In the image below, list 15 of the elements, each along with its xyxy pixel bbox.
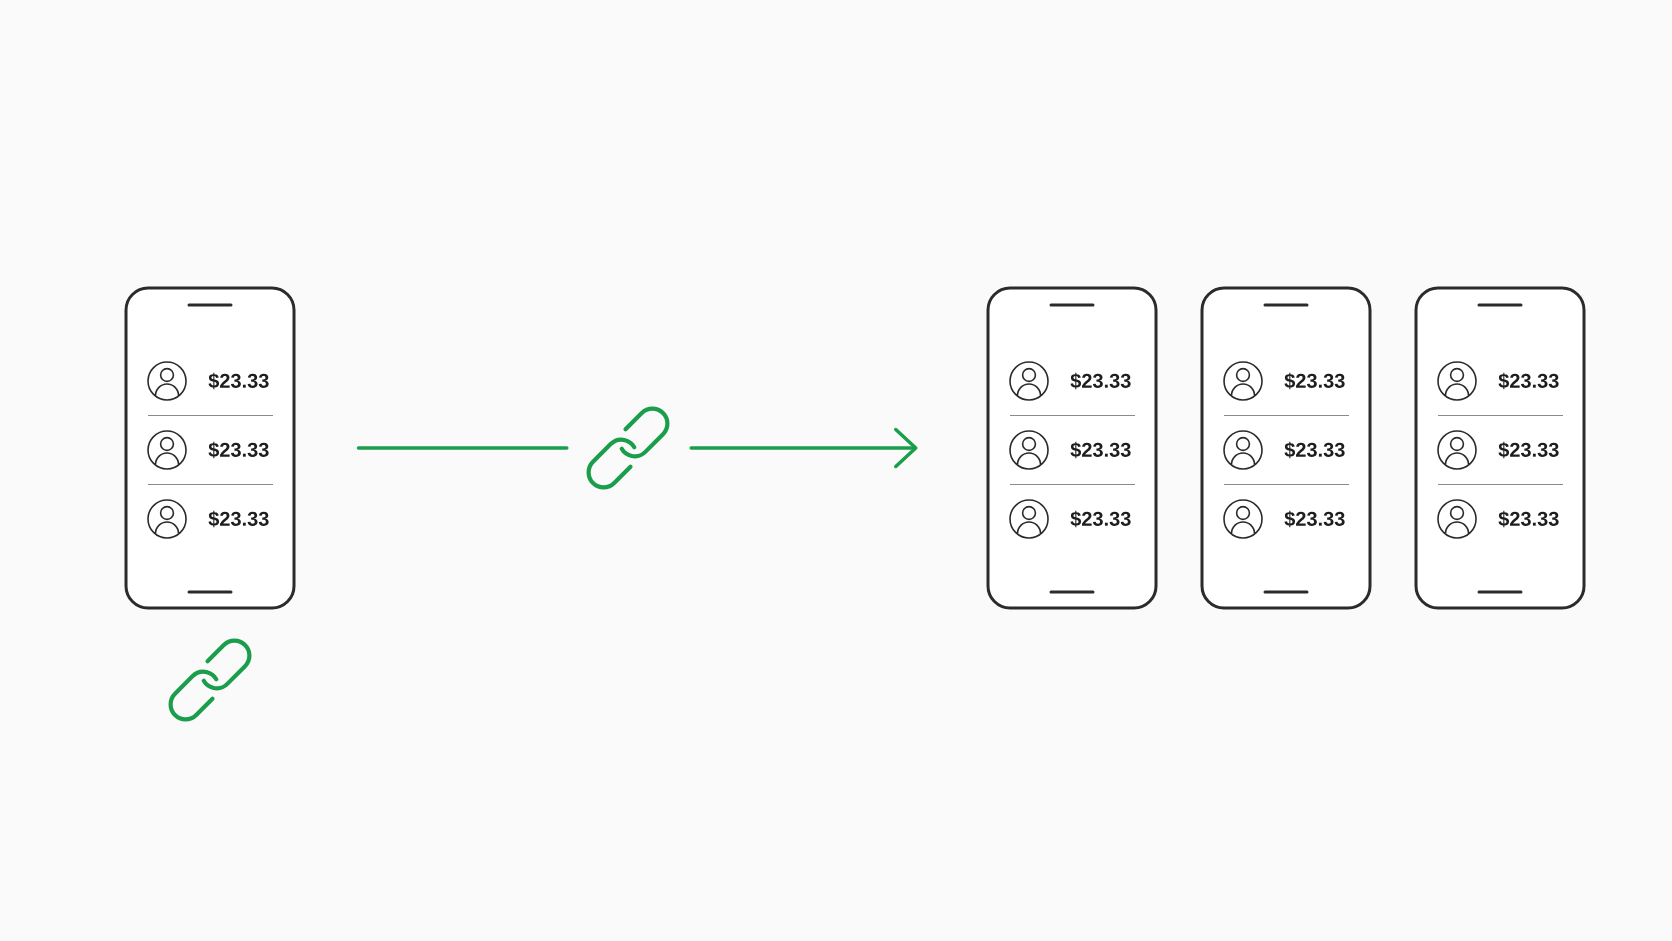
amount-text: $23.33 <box>1498 372 1559 390</box>
amount-text: $23.33 <box>1284 372 1345 390</box>
connector-line <box>356 446 569 450</box>
amount-text: $23.33 <box>1284 510 1345 528</box>
amount-text: $23.33 <box>208 441 269 459</box>
amount-text: $23.33 <box>1284 441 1345 459</box>
amount-text: $23.33 <box>208 372 269 390</box>
amount-text: $23.33 <box>1070 372 1131 390</box>
amount-text: $23.33 <box>1498 441 1559 459</box>
arrow <box>689 427 918 469</box>
amount-text: $23.33 <box>1498 510 1559 528</box>
amount-text: $23.33 <box>208 510 269 528</box>
chain-link-icon <box>586 406 670 490</box>
amount-text: $23.33 <box>1070 441 1131 459</box>
amount-text: $23.33 <box>1070 510 1131 528</box>
